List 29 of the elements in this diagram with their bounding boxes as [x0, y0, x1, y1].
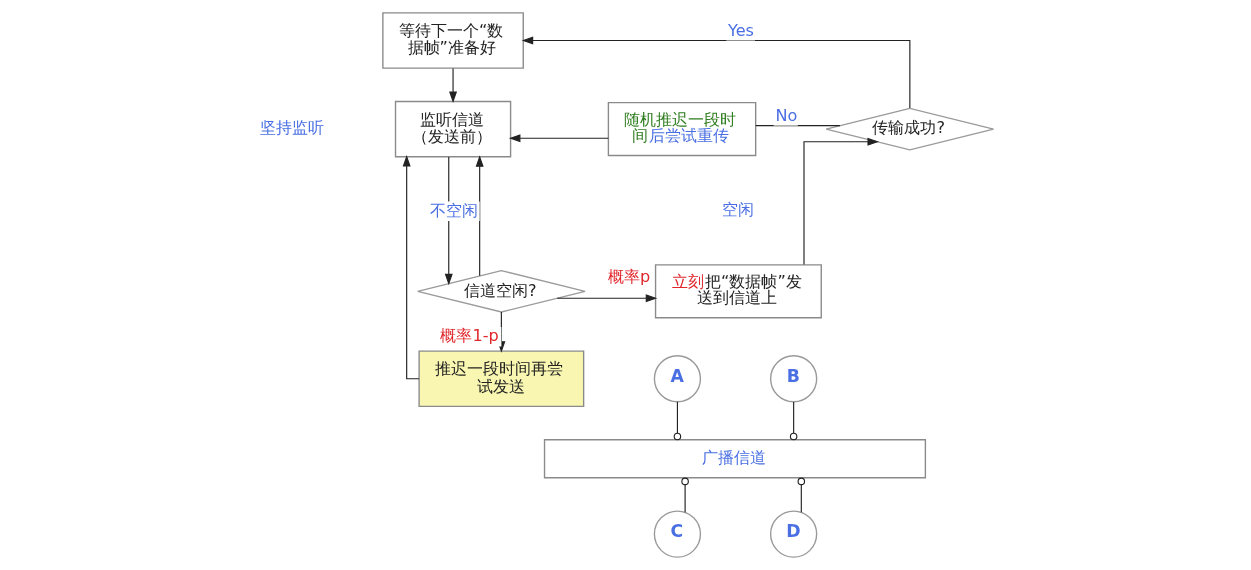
connector: [680, 477, 689, 513]
edge-label: 概率1-p: [439, 326, 499, 346]
node-box: 广播信道: [543, 439, 926, 479]
node-diamond: 信道空闲?: [416, 269, 586, 313]
connector: [797, 477, 805, 513]
label: 空闲: [721, 200, 754, 220]
arrow: [402, 155, 420, 380]
arrow: [508, 134, 609, 143]
label: 坚持监听: [259, 118, 324, 138]
arrow: [556, 294, 657, 303]
node-circle: C: [653, 510, 701, 558]
node-diamond: 传输成功?: [824, 107, 994, 151]
edge-label: 不空闲: [429, 201, 478, 221]
node-circle: B: [769, 355, 817, 403]
arrow: [448, 67, 457, 103]
edge-label: 概率p: [607, 266, 650, 286]
node-box: 监听信道（发送前）: [394, 100, 511, 158]
connector: [789, 401, 797, 441]
edge-label: Yes: [727, 20, 754, 40]
arrow: [802, 137, 879, 266]
node-box: 随机推迟一段时间后尝试重传: [607, 101, 756, 157]
node-circle: D: [769, 510, 817, 558]
node-box: 等待下一个“数据帧”准备好: [381, 12, 524, 69]
arrow: [521, 36, 910, 109]
edge-label: No: [774, 105, 797, 125]
node-box: 立刻把“数据帧”发送到信道上: [654, 264, 822, 319]
node-circle: A: [653, 355, 701, 403]
connector: [673, 401, 681, 441]
node-box: 推迟一段时间再尝试发送: [417, 350, 584, 408]
